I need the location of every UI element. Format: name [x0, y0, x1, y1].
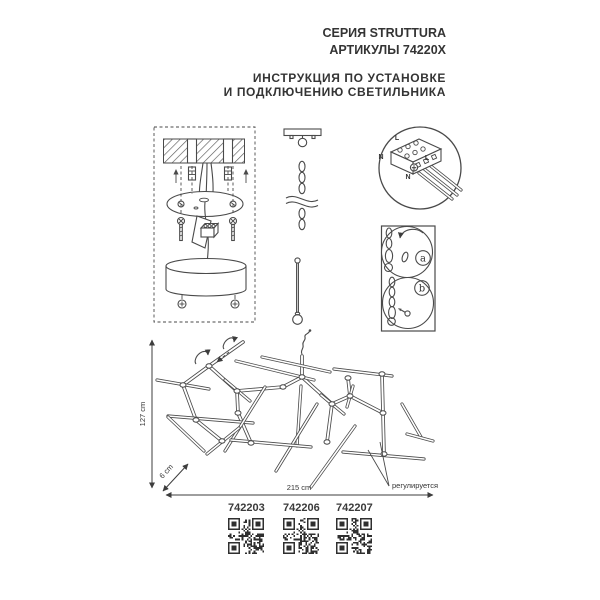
wiring-detail: L N L N	[378, 126, 463, 210]
supply-label-n: N	[405, 174, 410, 181]
articles-title: АРТИКУЛЫ 74220X	[329, 43, 446, 57]
rotate-arrow-icon	[194, 336, 239, 365]
step-b-drawing: b	[387, 276, 430, 326]
width-dim-label: 215 cm	[287, 483, 312, 492]
series-title: СЕРИЯ STRUTTURA	[322, 26, 446, 40]
chain-part	[285, 160, 319, 231]
qr-code	[283, 518, 319, 554]
terminal-label-n: N	[378, 154, 383, 161]
article-item: 742207	[336, 502, 373, 554]
depth-dim-label: 6 cm	[157, 462, 175, 480]
mount-screw-left	[176, 216, 186, 242]
article-number: 742206	[283, 502, 320, 514]
qr-code	[336, 518, 372, 554]
step-a-label: a	[420, 254, 426, 265]
header-instruction: ИНСТРУКЦИЯ ПО УСТАНОВКЕ И ПОДКЛЮЧЕНИЮ СВ…	[224, 71, 446, 99]
ceiling-mount-diagram	[153, 126, 256, 323]
dashed-frame	[153, 126, 256, 323]
article-item: 742206	[283, 502, 320, 554]
mount-screw-right	[228, 216, 238, 242]
instruction-line2: И ПОДКЛЮЧЕНИЮ СВЕТИЛЬНИКА	[223, 85, 446, 99]
header-series: СЕРИЯ STRUTTURA АРТИКУЛЫ 74220X	[322, 25, 446, 59]
terminal-label-l: L	[395, 135, 400, 142]
drill-hole-right	[222, 138, 234, 164]
depth-dim-line	[162, 463, 189, 492]
assembly-steps-detail: a b	[380, 225, 436, 332]
instruction-line1: ИНСТРУКЦИЯ ПО УСТАНОВКЕ	[252, 71, 446, 85]
suspension-cord	[300, 329, 312, 355]
ceiling-bar-part	[283, 128, 322, 148]
ground-symbol	[409, 163, 419, 172]
stem-rod-part	[292, 257, 303, 325]
insert-arrow-right	[243, 169, 249, 183]
canopy-screw-right	[230, 295, 240, 309]
connector-nodes	[179, 363, 388, 457]
supply-label-l: L	[425, 155, 430, 162]
article-number: 742203	[228, 502, 265, 514]
terminal-block-small	[199, 222, 220, 239]
canopy-screw-left	[177, 295, 187, 309]
insert-arrow-left	[173, 169, 179, 183]
chandelier-drawing	[155, 329, 435, 489]
adjustable-label: регулируется	[392, 481, 438, 490]
canopy	[165, 257, 247, 297]
article-number: 742207	[336, 502, 373, 514]
height-dim-label: 127 cm	[138, 402, 147, 427]
drill-hole-left	[186, 138, 198, 164]
article-item: 742203	[228, 502, 265, 554]
step-b-label: b	[419, 284, 425, 295]
step-a-drawing: a	[383, 227, 431, 273]
qr-code	[228, 518, 264, 554]
